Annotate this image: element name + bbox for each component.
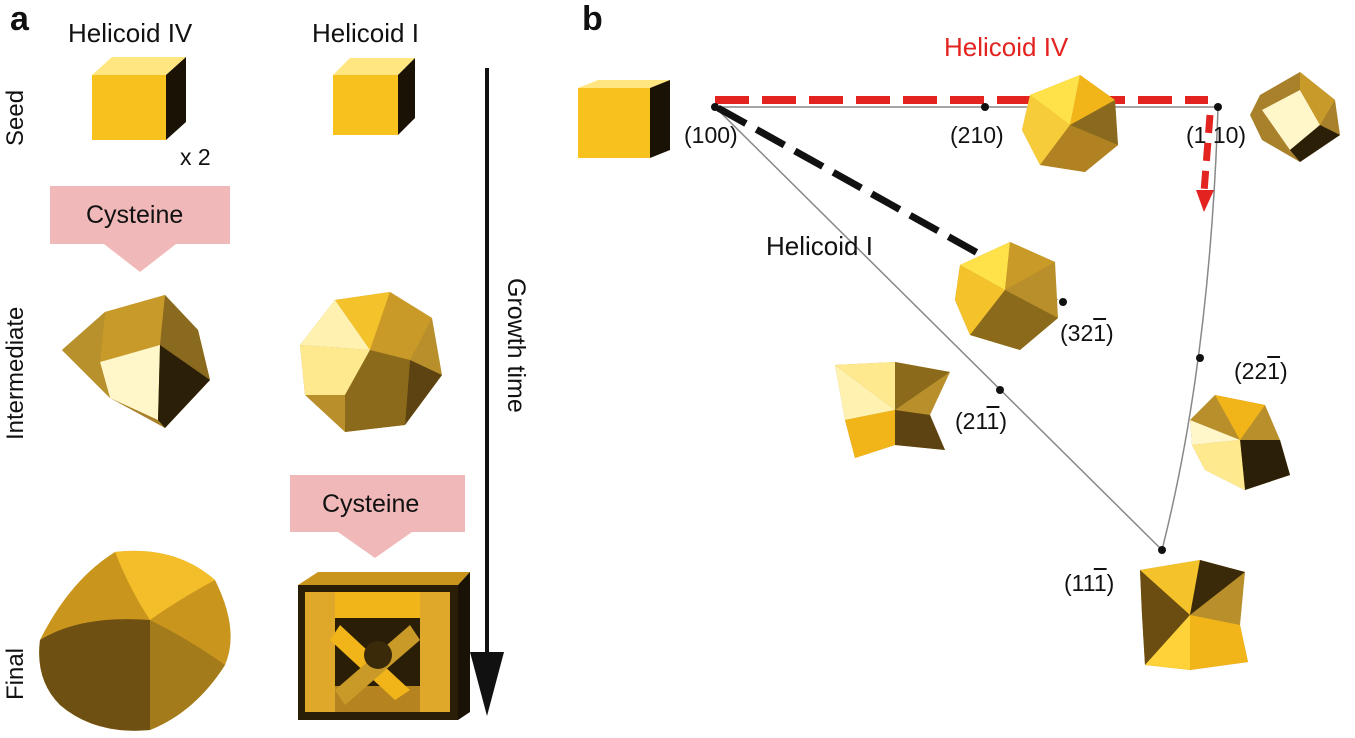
cysteine-label-1: Cysteine bbox=[86, 201, 184, 229]
point-100-label: (100) bbox=[684, 122, 738, 148]
point-100-dot bbox=[711, 103, 719, 111]
column-header-helicoid-iv: Helicoid IV bbox=[68, 18, 193, 48]
edge-110-111bar bbox=[1161, 106, 1219, 551]
final-helicoid-iv-shape bbox=[39, 550, 231, 731]
point-221bar-label: (221) bbox=[1234, 358, 1288, 384]
point-110-label: (1 10) bbox=[1186, 122, 1247, 148]
point-211bar-dot bbox=[996, 386, 1004, 394]
seed-cube-helicoid-i bbox=[333, 58, 415, 135]
panel-a-label: a bbox=[10, 0, 29, 38]
cysteine-label-2: Cysteine bbox=[322, 490, 420, 518]
shape-210 bbox=[1022, 75, 1118, 172]
shape-321bar bbox=[955, 242, 1058, 350]
column-header-helicoid-i: Helicoid I bbox=[312, 18, 419, 48]
shape-111bar bbox=[1140, 560, 1248, 670]
helicoid-iv-arrowhead bbox=[1196, 190, 1214, 212]
intermediate-helicoid-i-shape bbox=[300, 292, 442, 432]
row-label-seed: Seed bbox=[2, 89, 29, 146]
intermediate-helicoid-iv-shape bbox=[62, 295, 210, 428]
multiplier-label: x 2 bbox=[180, 144, 211, 170]
cysteine-arrow-1 bbox=[50, 186, 230, 272]
panel-b-label: b bbox=[582, 0, 603, 38]
shape-100-cube bbox=[578, 80, 670, 158]
point-221bar-dot bbox=[1196, 354, 1204, 362]
point-111bar-dot bbox=[1158, 546, 1166, 554]
shape-110 bbox=[1250, 72, 1340, 162]
point-321bar-dot bbox=[1059, 298, 1067, 306]
shape-221bar bbox=[1190, 395, 1290, 490]
seed-cube-helicoid-iv bbox=[92, 57, 186, 140]
point-211bar-label: (211) bbox=[955, 408, 1008, 434]
point-321bar-label: (321) bbox=[1060, 320, 1114, 346]
helicoid-iv-path-label: Helicoid IV bbox=[944, 32, 1069, 62]
helicoid-i-path bbox=[716, 104, 1037, 289]
growth-time-label: Growth time bbox=[502, 278, 530, 413]
row-label-intermediate: Intermediate bbox=[2, 306, 29, 440]
helicoid-i-path-label: Helicoid I bbox=[766, 231, 873, 261]
cysteine-arrow-2 bbox=[290, 475, 465, 558]
final-helicoid-i-shape bbox=[298, 572, 470, 720]
row-label-final: Final bbox=[2, 647, 29, 700]
helicoid-iv-path-down bbox=[1200, 114, 1214, 193]
point-210-label: (210) bbox=[950, 122, 1004, 148]
shape-211bar bbox=[835, 362, 950, 458]
point-110-dot bbox=[1214, 103, 1222, 111]
point-111bar-label: (111) bbox=[1064, 570, 1115, 596]
point-210-dot bbox=[981, 103, 989, 111]
edge-100-111bar bbox=[714, 106, 1163, 551]
growth-time-arrowhead bbox=[470, 652, 504, 716]
